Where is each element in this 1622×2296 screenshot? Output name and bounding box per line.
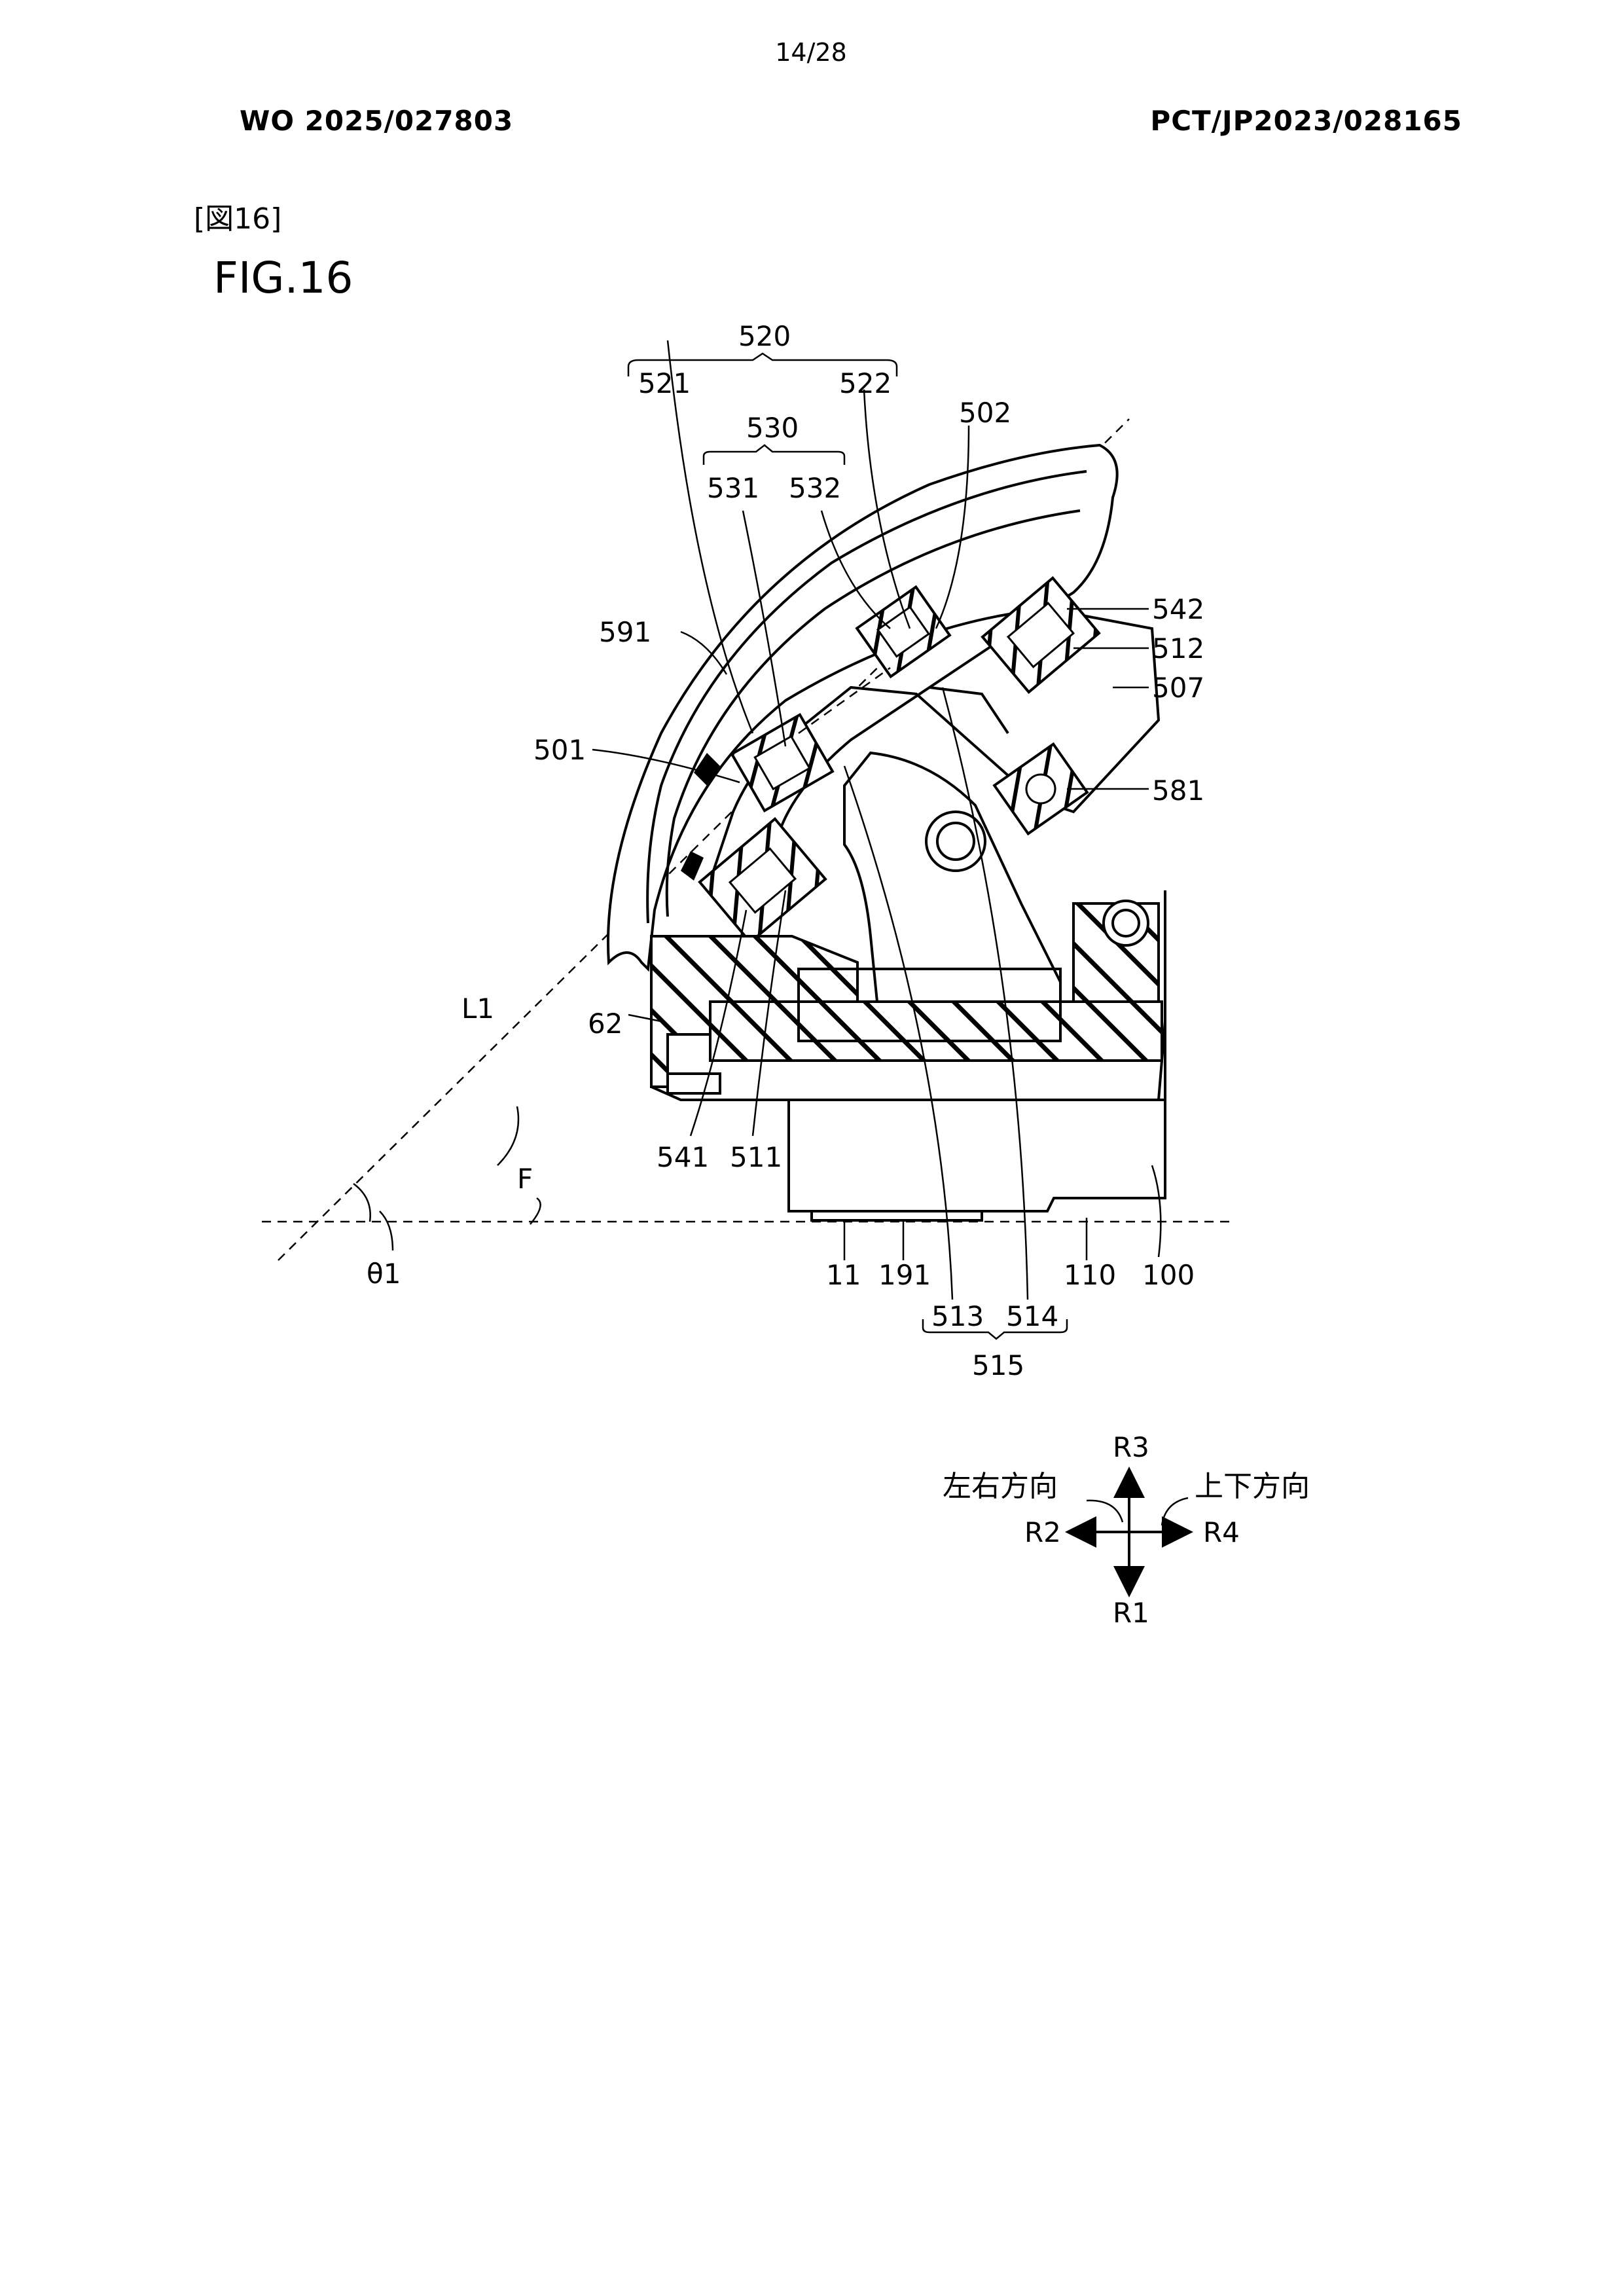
label-theta1: θ1 (367, 1258, 401, 1290)
figure-reference: [図16] (194, 202, 282, 236)
reference-numerals: 520 521 522 502 530 531 532 542 512 507 … (367, 320, 1204, 1381)
label-f: F (517, 1163, 533, 1195)
publication-number: WO 2025/027803 (240, 105, 514, 137)
label-530: 530 (746, 412, 799, 444)
page-number: 14/28 (775, 38, 847, 67)
label-531: 531 (707, 472, 759, 504)
label-591: 591 (599, 616, 651, 648)
application-number: PCT/JP2023/028165 (1150, 105, 1462, 137)
label-532: 532 (789, 472, 841, 504)
label-520: 520 (738, 320, 791, 352)
figure-title: FIG.16 (213, 253, 353, 303)
angle-theta-leader (379, 1211, 394, 1251)
label-522: 522 (839, 367, 892, 399)
label-r1: R1 (1113, 1597, 1149, 1629)
brace-520 (627, 352, 898, 376)
leader-lines (497, 340, 1162, 1300)
label-l1: L1 (461, 993, 494, 1025)
inner-dashed-arc (798, 666, 891, 735)
label-11: 11 (826, 1259, 861, 1291)
base-assembly (650, 890, 1166, 1101)
label-581: 581 (1152, 774, 1204, 807)
label-512: 512 (1152, 632, 1204, 665)
label-515: 515 (972, 1349, 1024, 1381)
label-513: 513 (931, 1300, 984, 1332)
label-507: 507 (1152, 672, 1204, 704)
label-r3: R3 (1113, 1431, 1149, 1463)
brace-515 (922, 1319, 1068, 1340)
label-501: 501 (533, 734, 586, 766)
central-stem (843, 751, 1062, 1003)
contact-block-541 (698, 817, 827, 944)
label-r2: R2 (1024, 1516, 1061, 1548)
label-62: 62 (588, 1008, 622, 1040)
label-542: 542 (1152, 593, 1204, 625)
contact-block-upper (855, 585, 952, 679)
label-r4: R4 (1203, 1516, 1240, 1548)
contact-block-581 (992, 742, 1089, 836)
direction-indicator: R3 R1 R2 R4 左右方向 上下方向 (943, 1431, 1310, 1629)
label-up-down-direction: 上下方向 (1195, 1470, 1310, 1503)
cover-591 (607, 443, 1119, 972)
label-511: 511 (730, 1141, 782, 1173)
label-514: 514 (1006, 1300, 1058, 1332)
contact-block-501 (730, 712, 835, 813)
label-100: 100 (1142, 1259, 1195, 1291)
braces (627, 352, 1068, 1340)
label-110: 110 (1064, 1259, 1116, 1291)
label-502: 502 (959, 397, 1011, 429)
brace-530 (702, 444, 846, 465)
angle-theta-arc (353, 1182, 371, 1222)
body-100 (787, 1099, 1166, 1222)
label-191: 191 (878, 1259, 931, 1291)
label-521: 521 (638, 367, 691, 399)
label-left-right-direction: 左右方向 (943, 1470, 1058, 1503)
contact-block-542 (981, 576, 1101, 694)
label-541: 541 (657, 1141, 709, 1173)
